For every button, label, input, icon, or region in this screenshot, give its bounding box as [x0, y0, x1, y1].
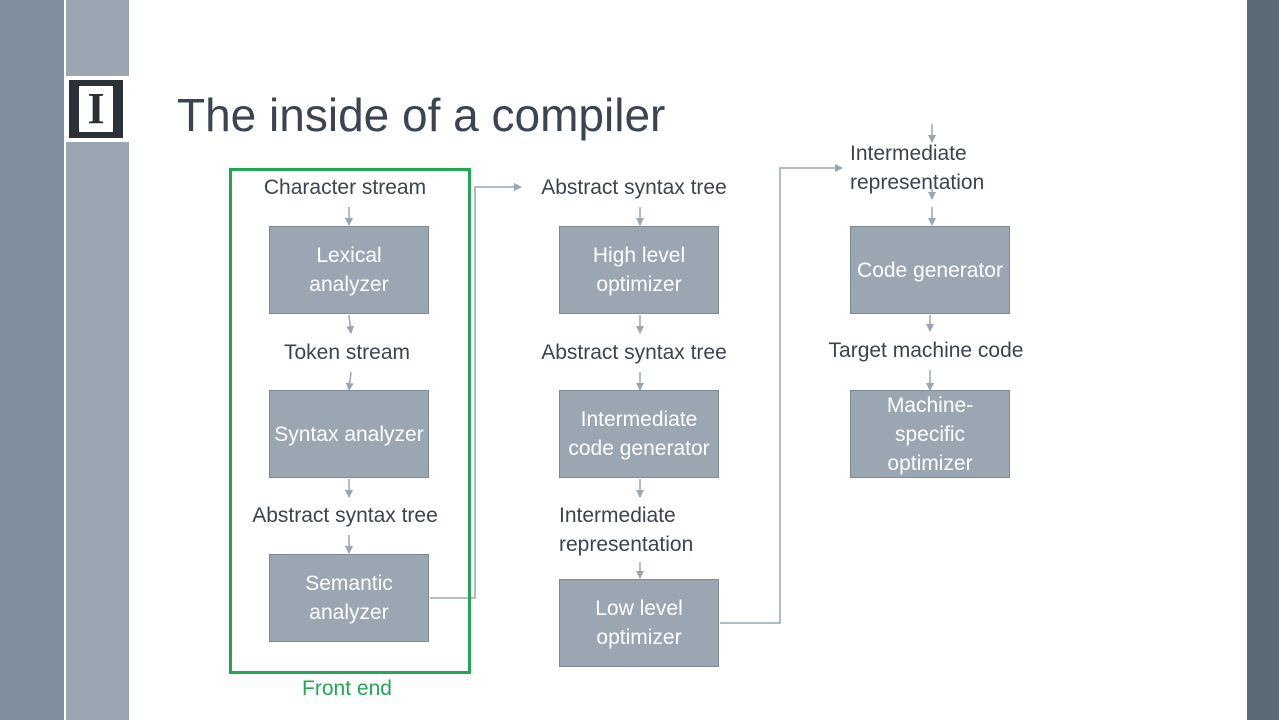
box-low-level-optimizer: Low level optimizer	[559, 579, 719, 667]
label-abstract-syntax-tree-2: Abstract syntax tree	[541, 176, 727, 199]
arrow-lowlevel-to-ir2	[720, 164, 843, 624]
label-token-stream: Token stream	[283, 341, 411, 364]
arrow-lexical-to-token	[346, 314, 355, 334]
ir-label-line-2: representation	[559, 533, 694, 556]
label-abstract-syntax-tree-1: Abstract syntax tree	[252, 504, 438, 527]
arrow-semantic-to-ast2	[430, 183, 522, 599]
label-abstract-syntax-tree-3: Abstract syntax tree	[541, 341, 727, 364]
label-intermediate-representation-1: Intermediate representation	[559, 501, 693, 559]
university-logo-icon: I	[69, 80, 123, 138]
front-end-label: Front end	[302, 677, 392, 700]
box-code-generator: Code generator	[850, 226, 1010, 314]
label-character-stream: Character stream	[263, 176, 427, 199]
box-syntax-analyzer: Syntax analyzer	[269, 390, 429, 478]
left-sidebar-band	[0, 0, 64, 720]
box-machine-specific-optimizer: Machine-specific optimizer	[850, 390, 1010, 478]
label-target-machine-code: Target machine code	[828, 339, 1024, 362]
ir2-label-line-1: Intermediate	[850, 142, 967, 165]
arrow-token-to-syntax	[345, 371, 354, 391]
front-end-group-frame	[229, 168, 471, 674]
box-high-level-optimizer: High level optimizer	[559, 226, 719, 314]
box-intermediate-code-generator: Intermediate code generator	[559, 390, 719, 478]
box-lexical-analyzer: Lexical analyzer	[269, 226, 429, 314]
slide-title: The inside of a compiler	[177, 89, 666, 141]
label-intermediate-representation-2: Intermediate representation	[850, 139, 984, 197]
ir-label-line-1: Intermediate	[559, 504, 676, 527]
ir2-label-line-2: representation	[850, 171, 985, 194]
box-semantic-analyzer: Semantic analyzer	[269, 554, 429, 642]
right-sidebar-band	[1247, 0, 1279, 720]
